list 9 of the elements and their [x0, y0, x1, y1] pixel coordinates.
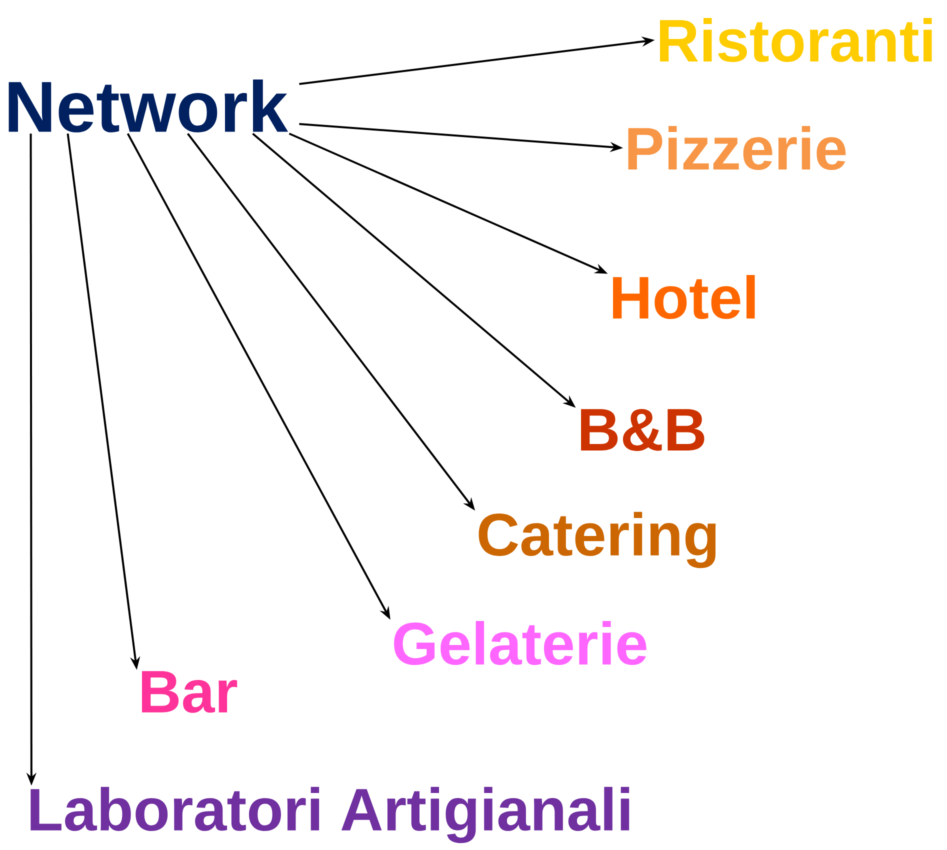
- category-label: Hotel: [613, 274, 755, 320]
- network-title: Network: [8, 80, 288, 132]
- category-label: Catering: [478, 512, 716, 568]
- category-label: B&B: [581, 408, 704, 452]
- category-label: Laboratori Artigianali: [30, 786, 630, 844]
- category-label: Pizzerie: [628, 126, 846, 170]
- category-label: Gelaterie: [394, 620, 646, 666]
- category-label: Ristoranti: [660, 18, 932, 62]
- category-label: Bar: [142, 671, 238, 713]
